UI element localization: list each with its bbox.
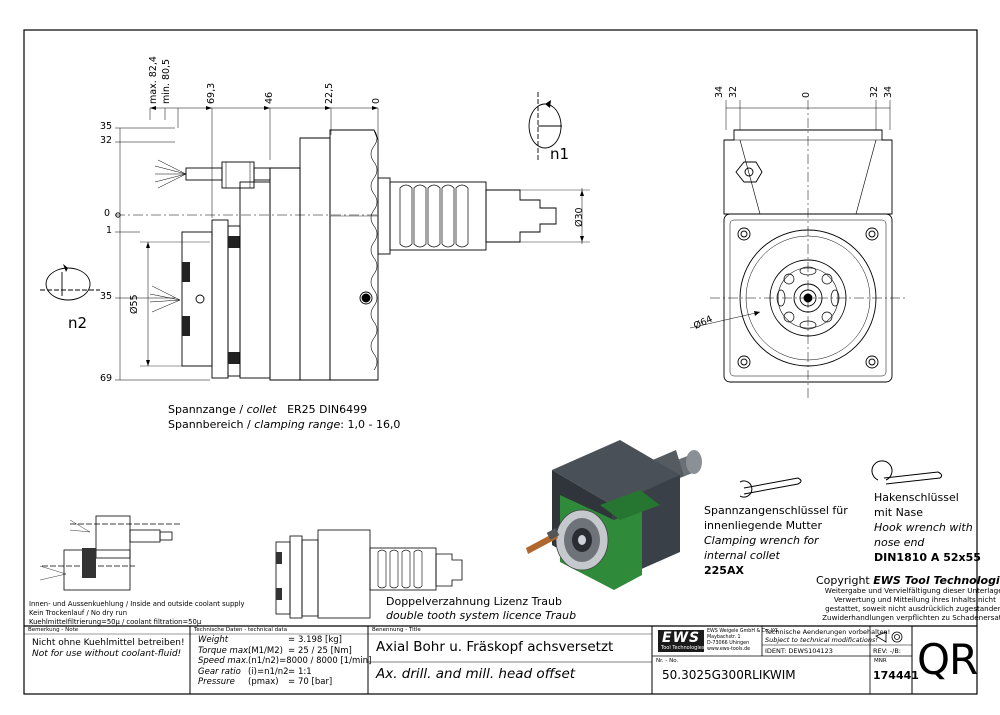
dim-left-35: 35 bbox=[100, 291, 113, 302]
dim-min: min. 80,5 bbox=[161, 58, 172, 104]
part-number: 50.3025G300RLIKWIM bbox=[662, 668, 796, 682]
company-address: EWS Weigele GmbH & Co. KG Maybachstr. 1 … bbox=[707, 629, 778, 652]
dim-right-32a: 32 bbox=[728, 85, 739, 98]
mnr-number: 174441 bbox=[873, 669, 919, 682]
rotation-symbol-n2 bbox=[40, 264, 100, 301]
tech-equals: = bbox=[288, 645, 296, 656]
dim-69-3: 69,3 bbox=[206, 82, 217, 104]
note-de: Nicht ohne Kuehlmittel betreiben! bbox=[32, 638, 185, 648]
tech-param: (pmax) bbox=[248, 677, 279, 687]
coolant-notes: Innen- und Aussenkuehlung / Inside and o… bbox=[29, 600, 245, 626]
ident-field: IDENT: DEWS104123 bbox=[765, 647, 833, 655]
coolant-schematic bbox=[39, 515, 180, 591]
drawing-title-de: Axial Bohr u. Fräskopf achsversetzt bbox=[376, 639, 614, 655]
product-3d-render bbox=[526, 440, 702, 590]
tech-value: 1:1 bbox=[298, 666, 312, 677]
title-block-grid bbox=[24, 625, 977, 694]
title-header: Benennung - Title bbox=[372, 627, 421, 633]
side-view bbox=[115, 106, 590, 381]
copyright-notice: Copyright EWS Tool Technologies Weiterga… bbox=[816, 574, 1000, 622]
revision-field: REV: -/B: bbox=[873, 647, 901, 655]
tech-row: Weight =3.198 [kg] bbox=[198, 635, 368, 646]
tech-param bbox=[248, 635, 288, 646]
tech-key: Weight bbox=[198, 635, 229, 645]
collet-line-1: Spannzange / collet ER25 DIN6499 bbox=[168, 403, 368, 416]
ews-logo-icon bbox=[658, 630, 704, 652]
dim-46: 46 bbox=[264, 91, 275, 104]
tech-equals: = bbox=[288, 635, 296, 645]
tech-param: (M1/M2) bbox=[248, 645, 283, 656]
changes-en: Subject to technical modifications! bbox=[765, 636, 878, 644]
dim-right-34b: 34 bbox=[883, 85, 894, 98]
collet-line-2: Spannbereich / clamping range: 1,0 - 16,… bbox=[168, 418, 401, 431]
collet-wrench-note: Spannzangenschlüssel für innenliegende M… bbox=[704, 504, 848, 577]
note-en: Not for use without coolant-fluid! bbox=[32, 649, 182, 659]
dim-dia55: Ø55 bbox=[129, 294, 140, 314]
dim-right-34a: 34 bbox=[714, 85, 725, 98]
number-header: Nr. - No. bbox=[656, 658, 679, 664]
double-tooth-drawing bbox=[275, 529, 463, 619]
drawing-title-en: Ax. drill. and mill. head offset bbox=[376, 666, 576, 682]
rotation-label-n2: n2 bbox=[68, 314, 88, 332]
sheet-border bbox=[23, 29, 978, 695]
tech-key: Speed max. bbox=[198, 656, 249, 666]
ews-logo-text: EWS bbox=[662, 630, 701, 646]
tech-value: 3.198 [kg] bbox=[298, 635, 342, 645]
dim-left-35-top: 35 bbox=[100, 121, 113, 132]
tech-row: Speed max.(n1/n2)=8000 / 8000 [1/min] bbox=[198, 656, 372, 667]
tech-value: 25 / 25 [Nm] bbox=[298, 645, 352, 656]
tech-equals: = bbox=[279, 656, 287, 666]
rotation-label-n1: n1 bbox=[550, 145, 570, 163]
note-header: Bemerkung - Note bbox=[28, 627, 79, 633]
tech-key: Torque max. bbox=[198, 645, 251, 656]
tech-param: (n1/n2) bbox=[248, 656, 280, 666]
dim-left-1: 1 bbox=[106, 225, 113, 236]
tech-key: Pressure bbox=[198, 677, 235, 687]
tech-row: Pressure (pmax) =70 [bar] bbox=[198, 677, 368, 688]
tech-header: Technische Daten - technical data bbox=[194, 627, 288, 633]
dim-left-69: 69 bbox=[100, 373, 113, 384]
double-tooth-note: Doppelverzahnung Lizenz Traub double too… bbox=[386, 595, 577, 622]
dim-22-5: 22,5 bbox=[324, 82, 335, 104]
dim-left-32: 32 bbox=[100, 135, 113, 146]
tech-key: Gear ratio bbox=[198, 666, 241, 677]
tech-row: Gear ratio (i)=n1/n2=1:1 bbox=[198, 667, 368, 678]
tech-data-table: Weight=3.198 [kg]Torque max.(M1/M2)=25 /… bbox=[198, 635, 372, 688]
tech-row: Torque max.(M1/M2) =25 / 25 [Nm] bbox=[198, 646, 368, 657]
tech-equals: = bbox=[288, 666, 296, 677]
collet-wrench-icon bbox=[739, 477, 802, 498]
hook-wrench-icon bbox=[871, 460, 943, 485]
dim-0-top: 0 bbox=[371, 97, 382, 104]
dim-right-32b: 32 bbox=[869, 85, 880, 98]
tech-value: 8000 / 8000 [1/min] bbox=[286, 656, 372, 666]
tech-param: (i)=n1/n2 bbox=[248, 666, 289, 677]
tech-equals: = bbox=[288, 677, 296, 687]
changes-de: Technische Aenderungen vorbehalten! bbox=[765, 628, 891, 636]
rotation-symbol-n1 bbox=[528, 92, 562, 160]
hook-wrench-note: Hakenschlüssel mit Nase Hook wrench with… bbox=[874, 491, 981, 564]
front-view bbox=[689, 100, 905, 400]
ews-logo-sub: Tool Technologies bbox=[661, 645, 705, 651]
dim-left-0: 0 bbox=[104, 208, 111, 219]
tech-value: 70 [bar] bbox=[298, 677, 333, 687]
qr-label: QR bbox=[917, 635, 978, 684]
dim-max: max. 82,4 bbox=[148, 56, 159, 104]
mnr-header: MNR bbox=[874, 658, 887, 664]
dim-right-0: 0 bbox=[801, 91, 812, 98]
dim-dia30: Ø30 bbox=[574, 207, 585, 227]
projection-symbol-icon bbox=[875, 631, 903, 643]
